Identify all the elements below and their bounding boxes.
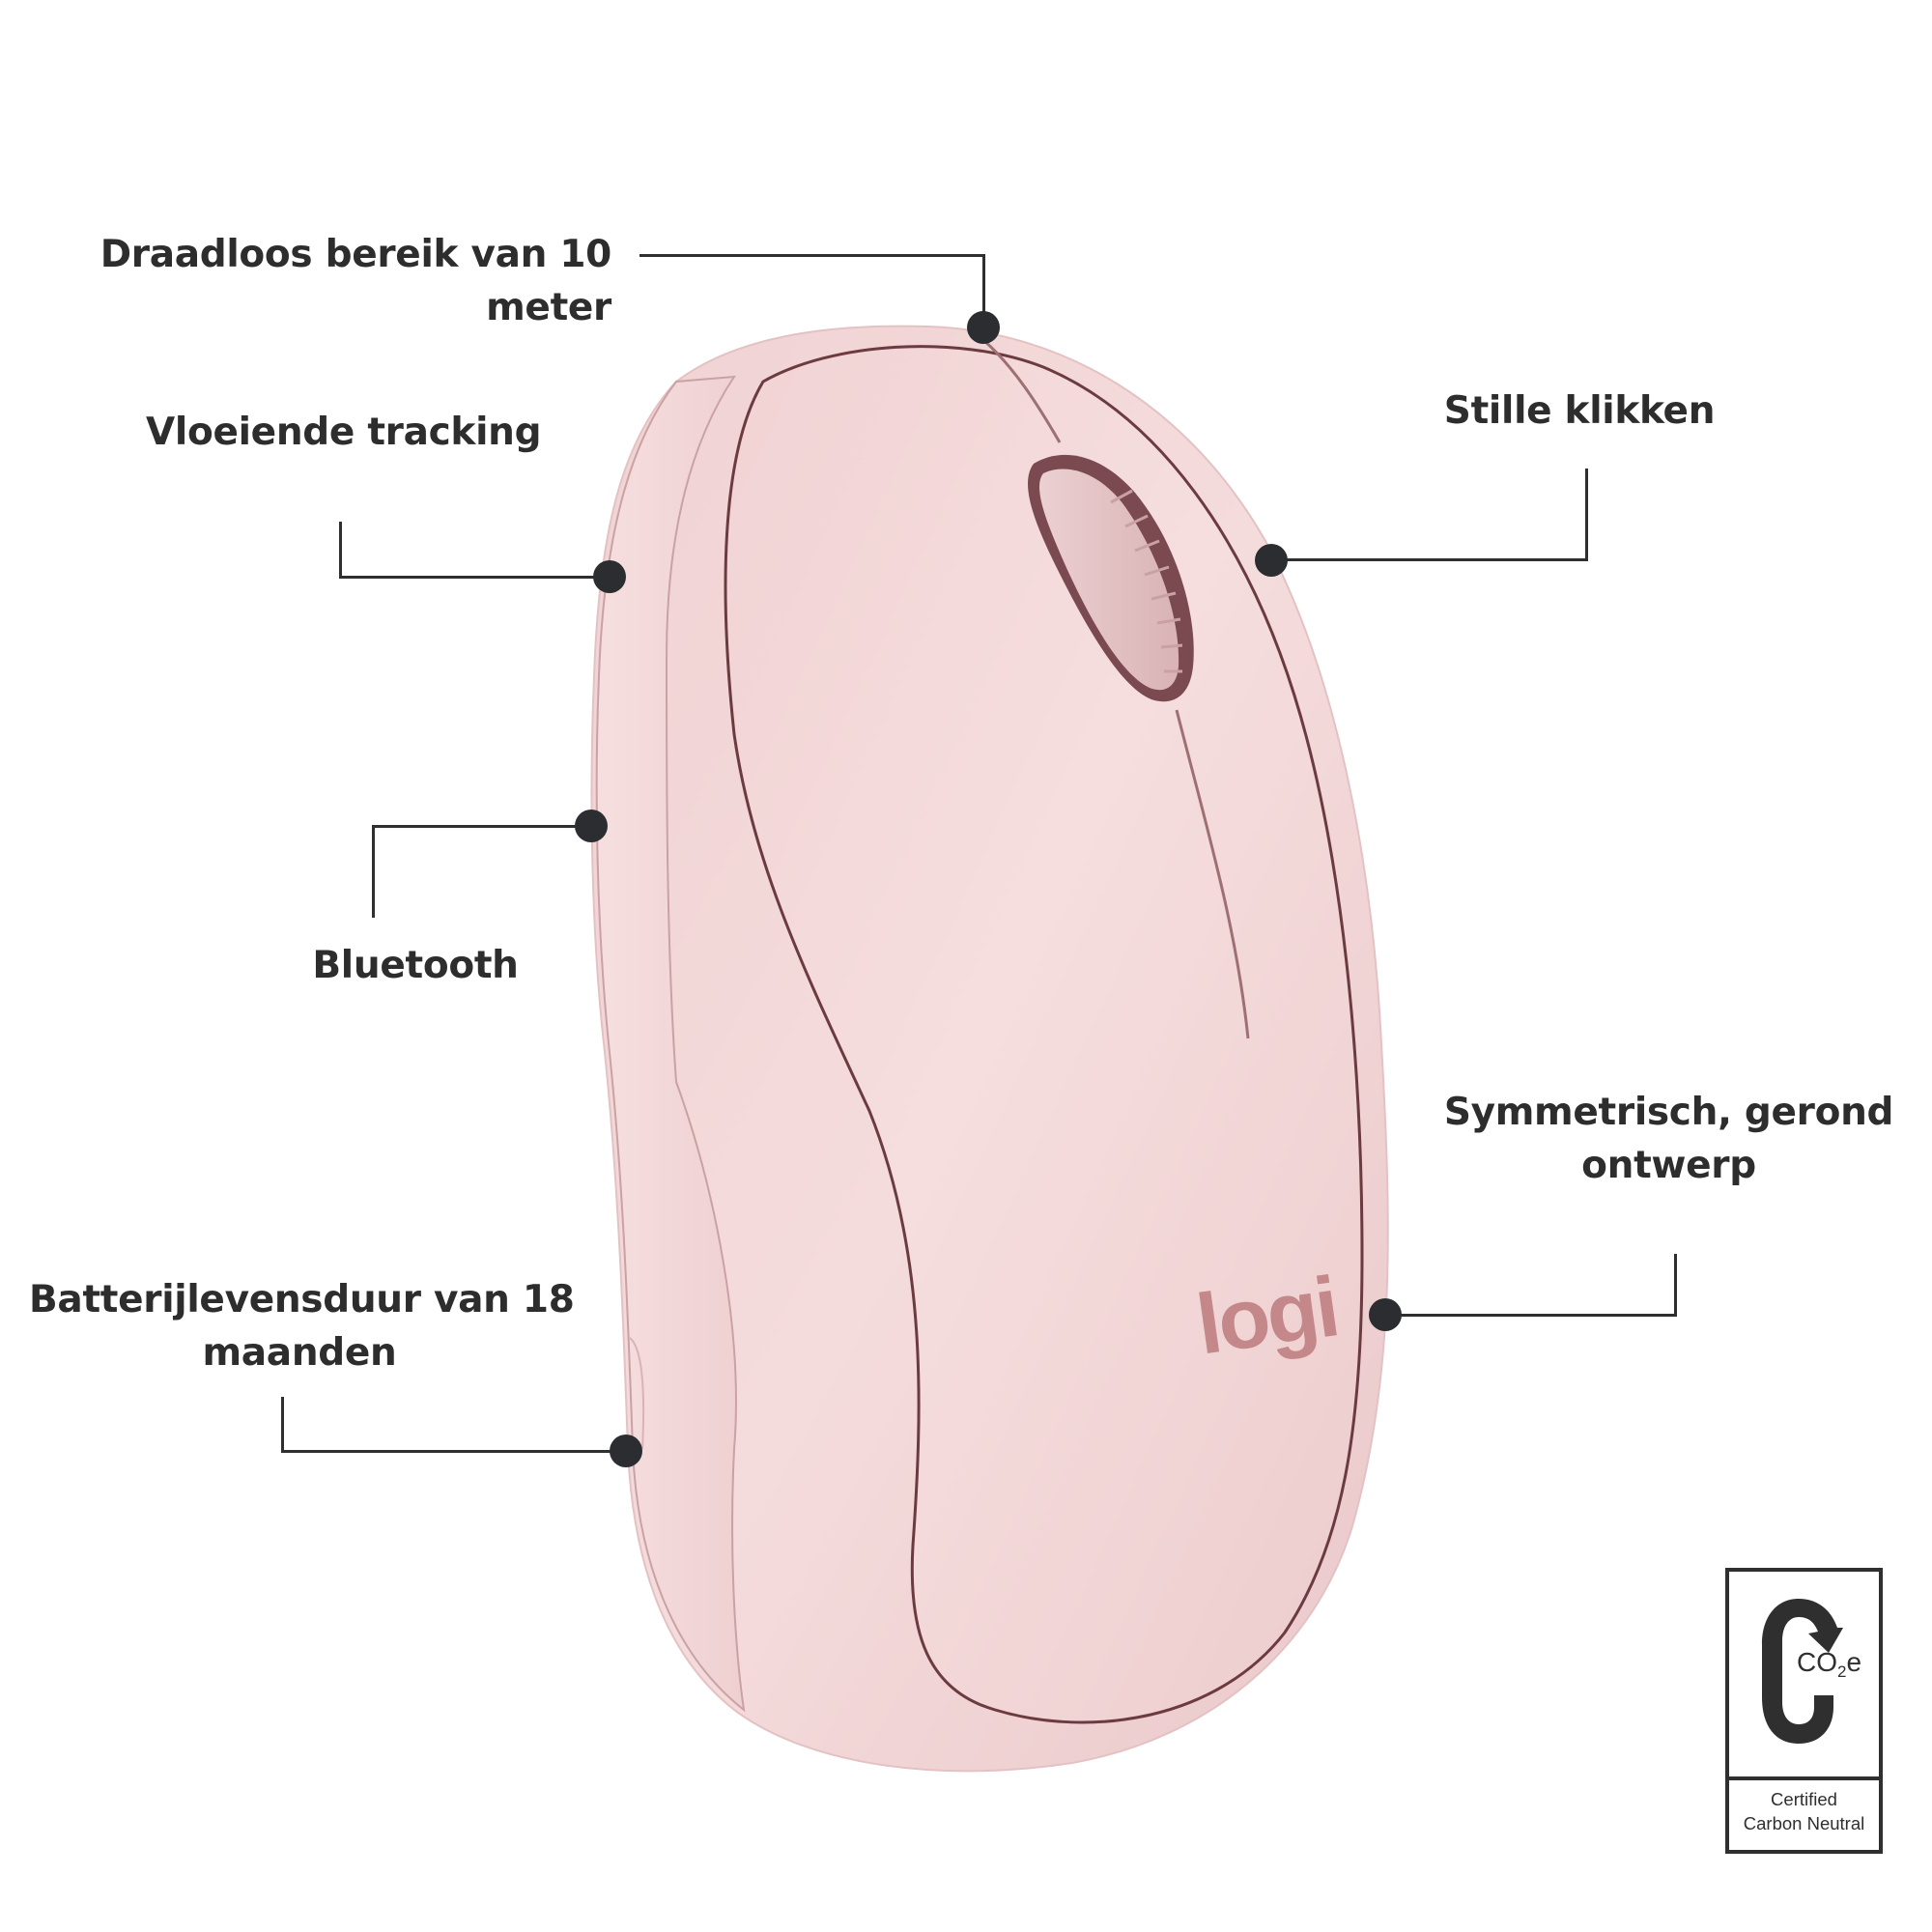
callout-clicks-label: Stille klikken [1443, 389, 1716, 433]
brand-logo: logi [1191, 1258, 1343, 1372]
callout-bluetooth-label: Bluetooth [312, 944, 519, 987]
button-split-line [982, 338, 1250, 1039]
callout-tracking-line [339, 522, 342, 579]
carbon-cycle-arrow-icon [1762, 1599, 1843, 1744]
carbon-neutral-badge: CO2e Certified Carbon Neutral [1725, 1568, 1883, 1854]
scroll-wheel-ridges [1110, 489, 1183, 673]
callout-tracking-line [339, 576, 610, 579]
callout-design-line [1387, 1314, 1677, 1317]
side-edge-detail [629, 1337, 645, 1450]
callout-battery-line [281, 1397, 284, 1453]
mouse-top-shell [724, 345, 1364, 1724]
scroll-wheel[interactable] [1039, 469, 1179, 691]
mouse-side-panel [595, 375, 746, 1713]
callout-design-line [1674, 1254, 1677, 1317]
callout-tracking-label: Vloeiende tracking [146, 411, 542, 454]
callout-battery-dot [610, 1435, 642, 1467]
callout-clicks-dot [1255, 544, 1288, 577]
badge-symbol-area: CO2e [1729, 1572, 1879, 1777]
callout-range-line [639, 254, 985, 257]
callout-clicks-line [1273, 558, 1588, 561]
callout-design-label: Symmetrisch, gerond ontwerp [1443, 1091, 1894, 1187]
callout-bluetooth-line [372, 825, 594, 828]
callout-tracking-dot [593, 560, 626, 593]
callout-battery-line [281, 1450, 627, 1453]
callout-range-line [982, 254, 985, 327]
badge-co2e-text: CO2e [1797, 1647, 1862, 1681]
callout-clicks-line [1585, 469, 1588, 561]
callout-battery-label: Batterijlevensduur van 18 maanden [29, 1278, 575, 1375]
callout-bluetooth-line [372, 825, 375, 918]
badge-caption: Certified Carbon Neutral [1729, 1776, 1879, 1850]
callout-range-dot [967, 311, 1000, 344]
callout-design-dot [1369, 1298, 1402, 1331]
callout-bluetooth-dot [575, 810, 608, 842]
callout-range-label: Draadloos bereik van 10 meter [99, 233, 612, 329]
